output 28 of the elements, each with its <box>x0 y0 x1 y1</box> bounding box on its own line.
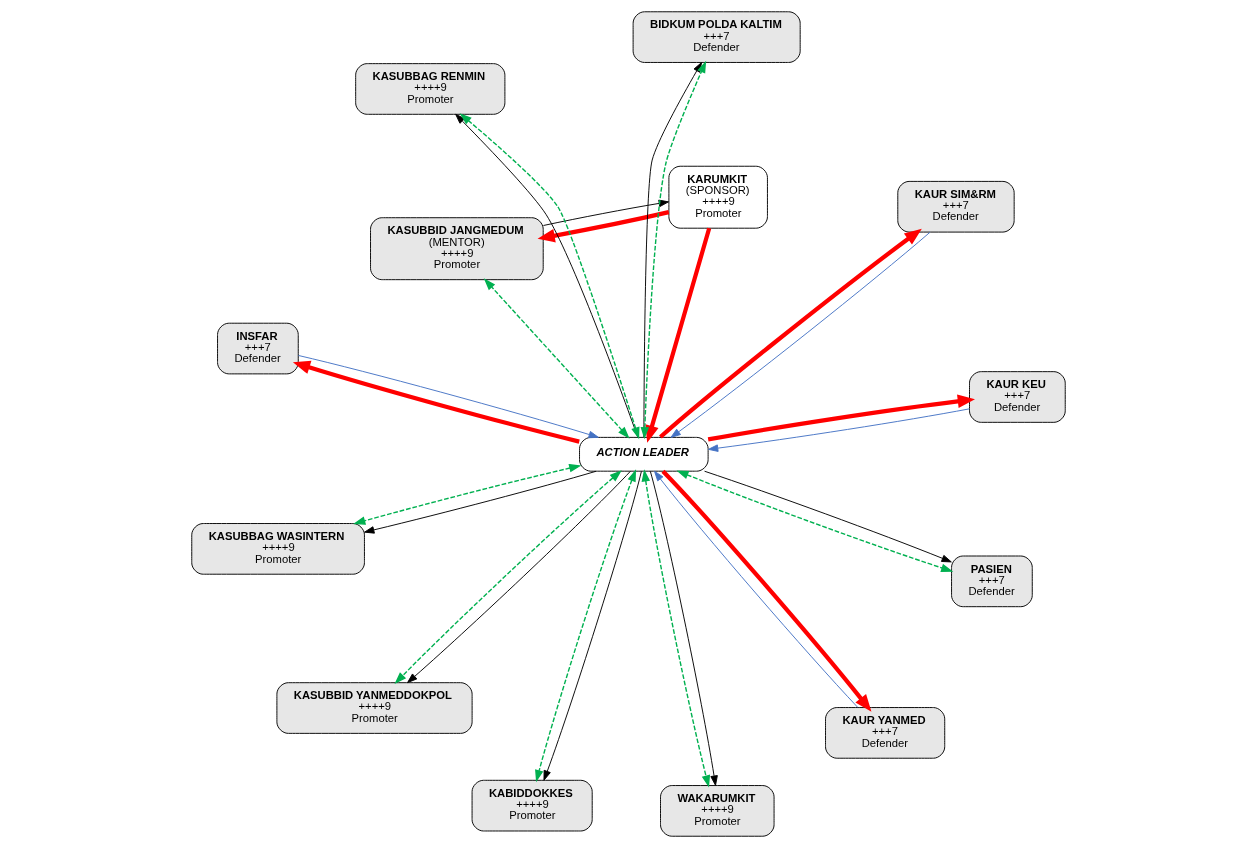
node-box: ACTION LEADER <box>578 436 709 472</box>
arrow <box>703 470 952 563</box>
arrow <box>641 469 710 788</box>
arrow <box>292 360 580 444</box>
node-box: KASUBBID JANGMEDUM (MENTOR) ++++9 Promoter <box>369 217 544 281</box>
node-box: KASUBBID YANMEDDOKPOL ++++9 Promoter <box>275 682 473 734</box>
node-box: KAUR SIM&RM +++7 Defender <box>896 180 1015 233</box>
node-box: WAKARUMKIT ++++9 Promoter <box>659 785 775 837</box>
arrow <box>537 210 669 243</box>
node-box: KASUBBAG WASINTERN ++++9 Promoter <box>190 523 365 575</box>
arrow <box>297 355 599 439</box>
node-box: BIDKUM POLDA KALTIM +++7 Defender <box>632 11 801 63</box>
node-box: PASIEN +++7 Defender <box>950 555 1033 608</box>
node-box: KAUR KEU +++7 Defender <box>968 371 1066 423</box>
arrow <box>675 470 953 572</box>
arrow <box>644 227 711 443</box>
node-box: KABIDDOKKES ++++9 Promoter <box>471 779 593 832</box>
arrow <box>649 470 718 786</box>
arrow <box>352 464 581 525</box>
arrow <box>542 199 669 226</box>
arrow <box>707 394 975 442</box>
node-box: KARUMKIT (SPONSOR) ++++9 Promoter <box>667 165 768 229</box>
node-box: KASUBBAG RENMIN ++++9 Promoter <box>354 63 505 115</box>
arrow <box>707 408 970 452</box>
arrow <box>363 470 596 534</box>
node-box: KAUR YANMED +++7 Defender <box>824 707 945 759</box>
node-box: INSFAR +++7 Defender <box>216 322 299 375</box>
arrow <box>483 278 630 439</box>
